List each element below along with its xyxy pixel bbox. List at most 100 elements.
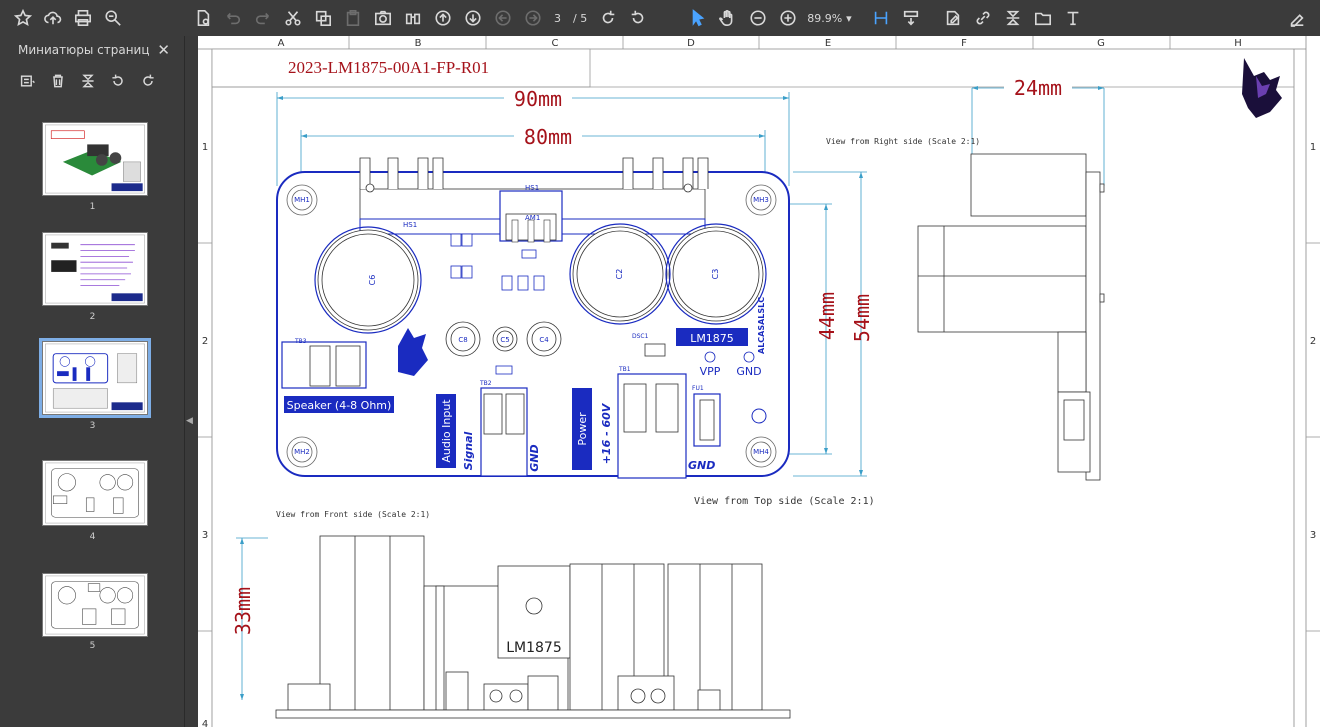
caption-right-view: View from Right side (Scale 2:1) xyxy=(826,137,980,146)
cut-icon[interactable] xyxy=(278,3,308,33)
dimension-24mm: 24mm xyxy=(1014,76,1062,100)
label-gnd-test: GND xyxy=(736,365,761,378)
snapshot-icon[interactable] xyxy=(368,3,398,33)
dimension-33mm: 33mm xyxy=(231,587,255,635)
page-current[interactable]: 3 xyxy=(554,12,561,25)
bookmark-star-icon[interactable] xyxy=(8,3,38,33)
rotate-clockwise-icon[interactable] xyxy=(593,3,623,33)
column-label-d: D xyxy=(687,38,695,49)
page-total: / 5 xyxy=(573,12,587,25)
sidebar-title: Миниатюры страниц xyxy=(18,43,150,57)
column-label-a: A xyxy=(278,38,285,49)
edit-document-icon[interactable] xyxy=(938,3,968,33)
forward-icon[interactable] xyxy=(518,3,548,33)
label-dsc1: DSC1 xyxy=(632,333,649,340)
page-thumbnail-2[interactable] xyxy=(42,232,148,306)
column-label-f: F xyxy=(961,38,967,49)
label-hs1-small: HS1 xyxy=(403,221,417,229)
sidebar-toolbar xyxy=(0,64,184,98)
binoculars-icon[interactable] xyxy=(398,3,428,33)
technical-drawing: A B C D E F G H 1 2 3 4 1 2 3 2023-LM187… xyxy=(198,36,1320,727)
paste-icon[interactable] xyxy=(338,3,368,33)
label-mh2: MH2 xyxy=(294,448,310,456)
label-c5: C5 xyxy=(500,336,509,344)
print-icon[interactable] xyxy=(68,3,98,33)
voltage-label: +16 - 60V xyxy=(600,402,613,464)
gnd-input-label: GND xyxy=(528,444,541,471)
select-cursor-icon[interactable] xyxy=(683,3,713,33)
chevron-down-icon: ▾ xyxy=(846,12,852,25)
rotate-left-icon[interactable] xyxy=(108,71,128,91)
back-icon[interactable] xyxy=(488,3,518,33)
rotate-right-icon[interactable] xyxy=(138,71,158,91)
close-icon[interactable]: ✕ xyxy=(157,41,170,59)
zoom-out-icon[interactable] xyxy=(743,3,773,33)
page-down-icon[interactable] xyxy=(458,3,488,33)
open-folder-icon[interactable] xyxy=(1028,3,1058,33)
rotate-counterclockwise-icon[interactable] xyxy=(623,3,653,33)
row-label-4: 4 xyxy=(202,719,208,727)
fit-width-icon[interactable] xyxy=(866,3,896,33)
speaker-label: Speaker (4-8 Ohm) xyxy=(287,399,392,412)
power-label: Power xyxy=(576,412,589,446)
label-fu1: FU1 xyxy=(692,385,704,392)
column-label-h: H xyxy=(1234,38,1242,49)
label-vpp: VPP xyxy=(700,365,721,378)
page-thumbnail-3[interactable] xyxy=(42,341,148,415)
label-tb2: TB2 xyxy=(479,380,492,387)
caption-front-view: View from Front side (Scale 2:1) xyxy=(276,510,430,519)
row-label-3-right: 3 xyxy=(1310,530,1316,541)
row-label-2: 2 xyxy=(202,336,208,347)
redo-icon[interactable] xyxy=(248,3,278,33)
copy-icon[interactable] xyxy=(308,3,338,33)
dimension-90mm: 90mm xyxy=(514,87,562,111)
column-label-b: B xyxy=(415,38,422,49)
label-c4: C4 xyxy=(539,336,549,344)
hand-pan-icon[interactable] xyxy=(713,3,743,33)
document-id: 2023-LM1875-00A1-FP-R01 xyxy=(288,58,489,77)
fit-page-icon[interactable] xyxy=(896,3,926,33)
link-icon[interactable] xyxy=(968,3,998,33)
delete-page-icon[interactable] xyxy=(48,71,68,91)
front-chip-label: LM1875 xyxy=(506,640,562,656)
column-label-g: G xyxy=(1097,38,1105,49)
row-label-2-right: 2 xyxy=(1310,336,1316,347)
upload-cloud-icon[interactable] xyxy=(38,3,68,33)
thumbnail-label-2: 2 xyxy=(0,312,185,322)
chip-label: LM1875 xyxy=(690,332,734,345)
label-tb1: TB1 xyxy=(618,366,631,373)
page-thumbnail-5[interactable] xyxy=(42,573,148,637)
label-c3: C3 xyxy=(711,269,720,280)
undo-icon[interactable] xyxy=(218,3,248,33)
label-mh1: MH1 xyxy=(294,196,310,204)
collapse-sidebar-icon[interactable]: ◀ xyxy=(186,416,193,426)
thumbnail-options-icon[interactable] xyxy=(18,71,38,91)
thumbnail-label-1: 1 xyxy=(0,202,185,212)
zoom-in-icon[interactable] xyxy=(773,3,803,33)
row-label-1: 1 xyxy=(202,142,208,153)
dimension-44mm: 44mm xyxy=(815,292,839,340)
sidebar-header: Миниатюры страниц ✕ xyxy=(0,36,184,64)
zoom-value: 89.9% xyxy=(807,12,842,25)
document-settings-icon[interactable] xyxy=(188,3,218,33)
zoom-select[interactable]: 89.9% ▾ xyxy=(807,12,851,25)
sign-icon[interactable] xyxy=(1282,3,1312,33)
page-thumbnail-1[interactable] xyxy=(42,122,148,196)
gnd-power-label: GND xyxy=(688,459,715,472)
page-up-icon[interactable] xyxy=(428,3,458,33)
caption-top-view: View from Top side (Scale 2:1) xyxy=(694,496,875,507)
label-c8: C8 xyxy=(458,336,467,344)
split-pages-icon[interactable] xyxy=(998,3,1028,33)
zoom-search-icon[interactable] xyxy=(98,3,128,33)
label-am1: AM1 xyxy=(525,214,540,222)
document-viewer[interactable]: A B C D E F G H 1 2 3 4 1 2 3 2023-LM187… xyxy=(198,36,1320,727)
page-thumbnail-4[interactable] xyxy=(42,460,148,526)
vendor-label: ALCASALSLC xyxy=(757,297,766,354)
dimension-80mm: 80mm xyxy=(524,125,572,149)
row-label-1-right: 1 xyxy=(1310,142,1316,153)
label-mh3: MH3 xyxy=(753,196,769,204)
text-tool-icon[interactable] xyxy=(1058,3,1088,33)
split-page-icon[interactable] xyxy=(78,71,98,91)
thumbnail-label-3: 3 xyxy=(0,421,185,431)
label-c2: C2 xyxy=(615,269,624,280)
